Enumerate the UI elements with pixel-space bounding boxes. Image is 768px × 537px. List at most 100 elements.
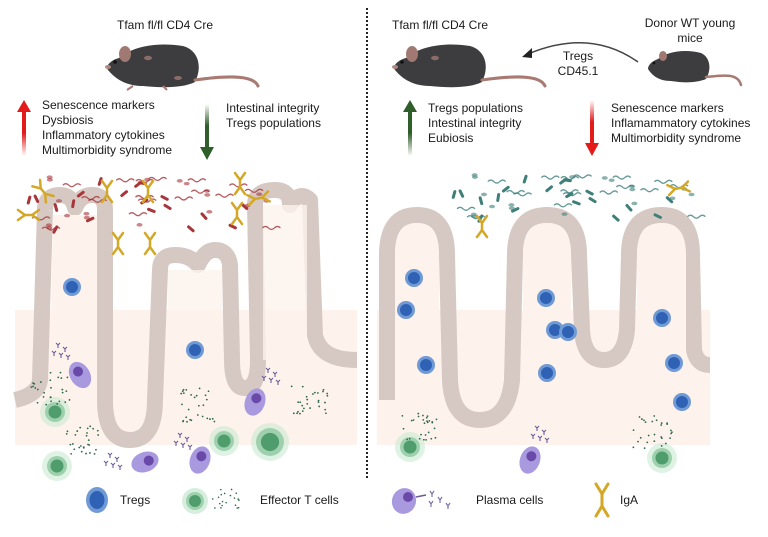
plasma-cell-icon [391,488,451,514]
bacterium-icon [686,214,706,219]
bacterium-icon [163,203,172,211]
bacterium-icon [510,207,520,213]
effector-t-cell-icon [40,397,70,427]
left-dysbiotic-microbiota [16,171,281,234]
iga-antibody-icon [230,201,244,226]
bacterium-icon [53,203,59,212]
bacterium-icon [501,185,510,193]
bacterium-icon [136,223,143,227]
treg-cell-icon [63,278,81,296]
mouse-icon [105,44,260,91]
legend: Tregs Effector T cells Plasma cells IgA [0,480,768,520]
treg-cell-icon [405,269,423,287]
bacterium-icon [458,189,465,198]
bacterium-icon [471,175,478,179]
decreased-item: Tregs populations [226,116,321,130]
legend-label-plasma-cells: Plasma cells [476,493,544,507]
antibody-cluster [261,367,281,385]
bacterium-icon [55,199,62,203]
decreased-item: Inflamammatory cytokines [611,116,751,130]
decrease-arrow-icon [585,100,599,156]
increased-item: Dysbiosis [42,113,94,127]
cytokine-dot [238,499,240,501]
bacterium-icon [669,196,676,201]
bacterium-icon [97,177,103,186]
bacterium-icon [478,196,484,206]
bacterium-icon [572,200,581,206]
bacterium-icon [83,215,90,220]
increased-item: Tregs populations [428,101,523,115]
iga-antibody-icon [111,231,125,256]
plasma-cell-icon [131,451,159,473]
decreased-item: Intestinal integrity [226,101,320,115]
iga-antibody-icon [475,214,489,239]
bacterium-icon [33,194,40,204]
cytokine-dot [237,506,240,509]
treg-cell-icon [537,289,555,307]
cytokine-dot [220,507,222,509]
treg-cell-icon [538,364,556,382]
bacterium-icon [653,213,662,219]
bacterium-icon [26,195,32,205]
increase-arrow-icon [17,100,31,156]
bacterium-icon [640,188,659,193]
increase-arrow-icon [403,100,417,156]
bacterium-icon [585,189,594,196]
cytokine-dot [217,496,220,499]
bacterium-icon [204,193,211,197]
decreased-item: Senescence markers [611,101,724,115]
cytokine-cloud [290,385,329,415]
right-increased-list: Tregs populations Intestinal integrity E… [428,101,523,146]
bacterium-icon [629,187,636,192]
bacterium-icon [625,204,633,212]
antibody-cluster [51,342,71,360]
panel-divider [366,8,368,478]
bacterium-icon [569,175,576,179]
legend-label-tregs: Tregs [120,493,151,507]
bacterium-icon [160,195,169,201]
bacterium-icon [85,216,95,223]
increased-item: Intestinal integrity [428,116,522,130]
legend-label-effector-t-cells: Effector T cells [260,493,339,507]
bacterium-icon [545,185,553,193]
cytokine-dot [219,488,222,491]
donor-mouse-icon [648,51,743,87]
bacterium-icon [120,190,128,198]
bacterium-icon [64,213,71,218]
bacterium-icon [588,196,597,204]
decrease-arrow-icon [200,104,214,160]
bacterium-icon [200,212,208,220]
increased-item: Multimorbidity syndrome [42,143,173,157]
effector-t-cell-icon [647,443,677,473]
bacterium-icon [560,175,580,181]
iga-antibody-icon [100,179,114,204]
bacterium-icon [540,175,560,180]
cytokine-dot [218,502,221,505]
bacterium-icon [688,192,695,197]
bacterium-icon [456,206,476,211]
bacterium-icon [45,223,52,228]
cytokine-dot [214,507,216,509]
bacterium-icon [81,195,101,201]
recipient-mouse-title: Tfam fl/fl CD4 Cre [391,18,488,32]
cytokine-dot [221,500,224,503]
cytokine-cloud [65,425,100,455]
bacterium-icon [599,190,619,195]
cytokine-cloud [401,412,438,441]
cytokine-cloud [632,415,673,450]
iga-antibody-icon [31,178,55,204]
bacterium-icon [560,189,579,194]
bacterium-icon [612,175,632,180]
bacterium-icon [203,189,210,193]
plasma-cell-icon [519,446,541,474]
decreased-item: Multimorbidity syndrome [611,131,742,145]
bacterium-icon [628,184,635,189]
bacterium-icon [653,179,673,184]
bacterium-icon [215,193,234,198]
bacterium-icon [561,212,568,216]
bacterium-icon [489,204,496,209]
bacterium-icon [115,178,135,183]
bacterium-icon [144,177,151,182]
treg-cell-icon [417,356,435,374]
bacterium-icon [76,190,85,198]
